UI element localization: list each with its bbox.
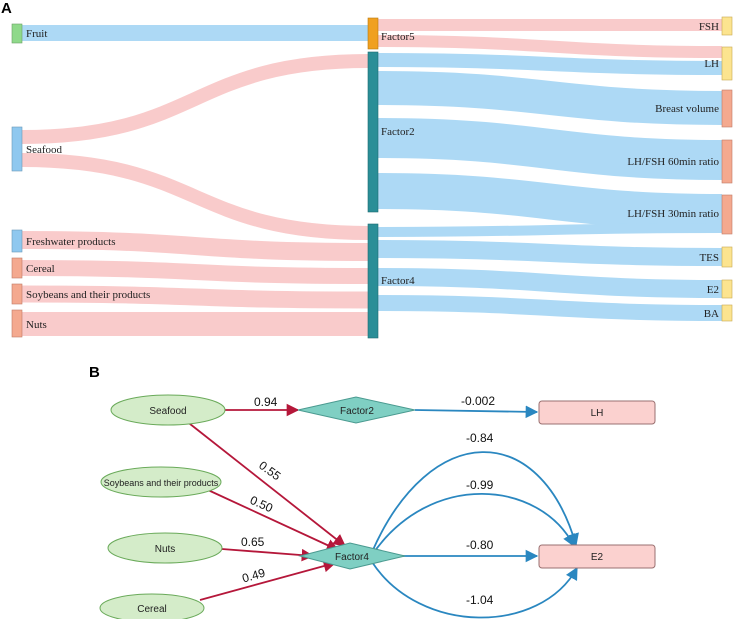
coef-seafood-factor2: 0.94	[254, 395, 278, 409]
node-lh[interactable]	[721, 46, 733, 81]
sankey-source-nodes	[11, 23, 23, 338]
node-b-cereal[interactable]	[99, 593, 205, 619]
node-factor4[interactable]	[367, 223, 379, 339]
node-e2[interactable]	[721, 279, 733, 299]
path-edges-red	[184, 403, 346, 601]
node-b-nuts[interactable]	[107, 532, 223, 564]
label-lhfsh30: LH/FSH 30min ratio	[627, 208, 719, 220]
node-ba[interactable]	[721, 304, 733, 322]
label-lhfsh60: LH/FSH 60min ratio	[627, 156, 719, 168]
coef-cereal-factor4: 0.49	[240, 566, 267, 586]
edge-factor4-e2-upper-outer[interactable]	[371, 451, 579, 553]
node-factor2[interactable]	[367, 51, 379, 213]
sankey-source-labels: Fruit Seafood Freshwater products Cereal…	[26, 28, 150, 331]
label-seafood: Seafood	[26, 144, 63, 156]
label-nuts: Nuts	[26, 319, 47, 331]
link-factor4-e2	[377, 268, 723, 298]
label-b-seafood: Seafood	[149, 406, 186, 417]
label-e2-target: E2	[707, 284, 719, 296]
node-lhfsh60[interactable]	[721, 139, 733, 184]
node-factor5[interactable]	[367, 17, 379, 50]
node-b-seafood[interactable]	[110, 394, 226, 426]
link-cereal-factor4	[21, 260, 369, 284]
label-b-soybeans: Soybeans and their products	[104, 478, 219, 488]
node-b-e2[interactable]	[538, 544, 656, 569]
path-outcome-nodes	[538, 400, 656, 569]
panel-a-label: A	[1, 0, 12, 17]
label-b-nuts: Nuts	[155, 544, 176, 555]
label-freshwater: Freshwater products	[26, 236, 116, 248]
coef-factor4-e2-a: -0.84	[466, 431, 494, 445]
node-fruit[interactable]	[11, 23, 23, 44]
coef-factor4-e2-b: -0.99	[466, 478, 494, 492]
link-factor5-lh	[377, 35, 723, 58]
coef-factor4-e2-c: -0.80	[466, 538, 494, 552]
sankey-target-labels: FSH LH Breast volume LH/FSH 60min ratio …	[627, 21, 719, 320]
edge-factor4-e2-lower[interactable]	[371, 561, 578, 619]
link-factor4-lhfsh30	[377, 223, 723, 237]
coef-factor4-e2-d: -1.04	[466, 593, 494, 607]
link-seafood-factor4	[21, 153, 369, 240]
path-factor-nodes	[297, 396, 416, 570]
label-factor4: Factor4	[381, 275, 415, 287]
edge-factor2-lh[interactable]	[414, 405, 539, 419]
link-factor2-lhfsh30	[377, 173, 723, 230]
node-seafood[interactable]	[11, 126, 23, 172]
node-nuts[interactable]	[11, 309, 23, 338]
sankey-links	[21, 18, 723, 337]
node-fsh[interactable]	[721, 16, 733, 36]
node-b-lh[interactable]	[538, 400, 656, 425]
link-factor2-lhfsh60	[377, 118, 723, 180]
node-b-soybeans[interactable]	[100, 466, 222, 498]
link-factor4-ba	[377, 295, 723, 321]
node-freshwater[interactable]	[11, 229, 23, 253]
edge-soybeans-factor4[interactable]	[207, 489, 340, 551]
link-factor4-tes	[377, 240, 723, 266]
label-breast-volume: Breast volume	[655, 103, 719, 115]
label-soybeans: Soybeans and their products	[26, 289, 150, 301]
path-edges-blue	[371, 405, 579, 619]
node-b-factor4[interactable]	[298, 542, 406, 570]
path-source-nodes	[99, 394, 226, 619]
label-tes: TES	[699, 252, 719, 264]
label-factor2: Factor2	[381, 126, 415, 138]
label-b-e2: E2	[591, 552, 604, 563]
edge-nuts-factor4[interactable]	[221, 548, 315, 562]
edge-factor4-e2-upper-inner[interactable]	[371, 493, 575, 556]
label-ba: BA	[704, 308, 719, 320]
path-coefficients: 0.94 0.55 0.50 0.65 0.49 -0.002 -0.84 -0…	[240, 394, 495, 607]
sankey-factor-nodes	[367, 17, 379, 339]
coef-factor2-lh: -0.002	[461, 394, 495, 408]
label-cereal: Cereal	[26, 263, 55, 275]
coef-soybeans-factor4: 0.50	[248, 493, 275, 515]
node-b-factor2[interactable]	[297, 396, 416, 424]
node-lhfsh30[interactable]	[721, 194, 733, 235]
node-cereal[interactable]	[11, 257, 23, 279]
link-factor2-breast	[377, 71, 723, 125]
panel-b-label: B	[89, 364, 100, 381]
sankey-target-nodes	[721, 16, 733, 322]
link-factor2-lh	[377, 53, 723, 75]
label-factor5: Factor5	[381, 31, 415, 43]
label-b-cereal: Cereal	[137, 604, 166, 615]
label-fsh: FSH	[699, 21, 719, 33]
link-seafood-factor2	[21, 54, 369, 144]
node-soybeans[interactable]	[11, 283, 23, 305]
node-breast-volume[interactable]	[721, 89, 733, 128]
sankey-factor-labels: Factor5 Factor2 Factor4	[381, 31, 415, 287]
link-freshwater-factor4	[21, 231, 369, 261]
label-b-lh: LH	[591, 408, 604, 419]
edge-seafood-factor4[interactable]	[184, 419, 346, 547]
path-node-labels: Seafood Soybeans and their products Nuts…	[104, 406, 604, 615]
coef-nuts-factor4: 0.65	[241, 535, 265, 549]
label-b-factor4: Factor4	[335, 552, 369, 563]
node-tes[interactable]	[721, 246, 733, 268]
edge-cereal-factor4[interactable]	[199, 559, 337, 601]
label-fruit: Fruit	[26, 28, 47, 40]
link-soybeans-factor4	[21, 285, 369, 309]
label-lh-target: LH	[704, 58, 719, 70]
label-b-factor2: Factor2	[340, 406, 374, 417]
